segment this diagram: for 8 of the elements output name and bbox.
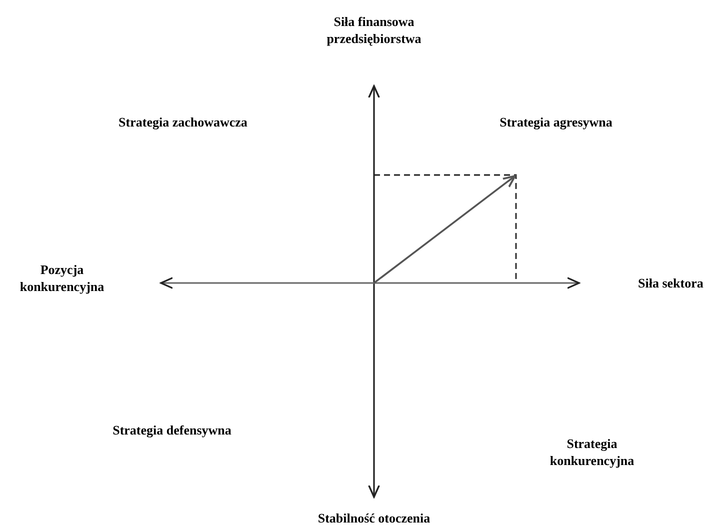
quadrant-label: Strategia konkurencyjna [548,435,636,469]
axis-label: Stabilność otoczenia [316,510,432,526]
axis-label: Pozycja konkurencyjna [18,261,106,295]
axis-label: Siła sektora [638,274,704,292]
axis-label: Siła finansowa przedsiębiorstwa [326,13,422,47]
quadrant-label: Strategia defensywna [112,422,232,438]
quadrant-label: Strategia zachowawcza [118,114,248,130]
quadrant-label: Strategia agresywna [498,114,614,130]
